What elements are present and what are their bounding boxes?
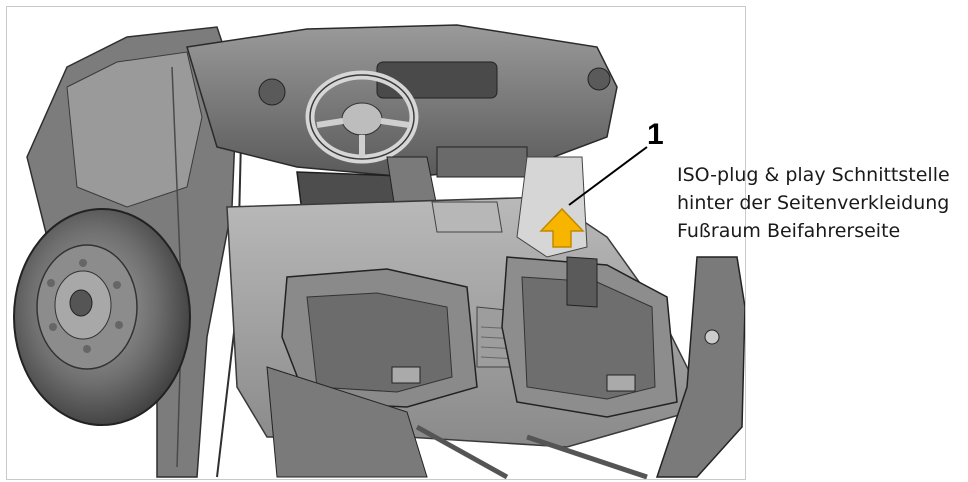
right-seat-frame [501, 256, 678, 418]
right-body-frame [655, 256, 745, 478]
front-wheel [13, 208, 191, 426]
callout-caption: ISO-plug & play Schnittstelle hinter der… [677, 161, 967, 245]
caption-line: ISO-plug & play Schnittstelle [677, 164, 950, 186]
seat-rails [415, 424, 648, 479]
callout-leader-line [568, 146, 648, 206]
vehicle-cutaway-illustration [6, 6, 746, 480]
steering-wheel [305, 70, 419, 164]
callout-number: 1 [647, 118, 664, 151]
left-seat-frame [266, 268, 478, 478]
dashboard [186, 24, 618, 178]
caption-line: Fußraum Beifahrerseite [677, 220, 901, 242]
caption-line: hinter der Seitenverkleidung [677, 192, 950, 214]
location-arrow-icon [539, 207, 585, 248]
vehicle-drawing [13, 24, 745, 479]
